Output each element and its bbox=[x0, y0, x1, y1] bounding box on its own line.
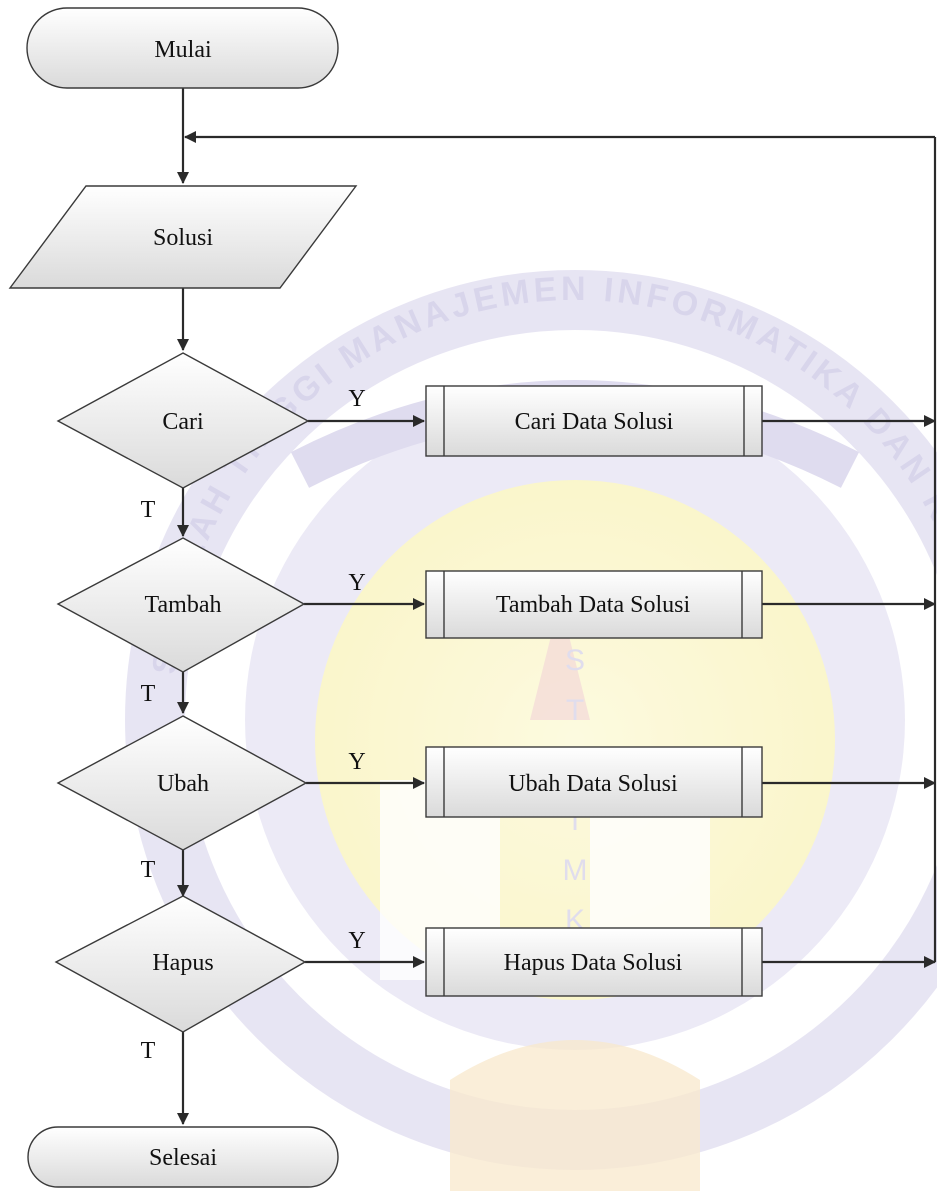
process-tambah: Tambah Data Solusi bbox=[425, 570, 763, 639]
process-hapus-label: Hapus Data Solusi bbox=[504, 950, 683, 976]
yes-label-cari: Y bbox=[348, 386, 365, 412]
process-ubah: Ubah Data Solusi bbox=[425, 746, 763, 818]
input-parallelogram: Solusi bbox=[8, 185, 358, 289]
yes-label-ubah: Y bbox=[348, 749, 365, 775]
no-label-hapus: T bbox=[141, 1038, 156, 1064]
yes-label-hapus: Y bbox=[348, 928, 365, 954]
process-ubah-label: Ubah Data Solusi bbox=[508, 771, 678, 797]
start-label: Mulai bbox=[154, 37, 212, 63]
no-label-tambah: T bbox=[141, 681, 156, 707]
decision-tambah: Tambah bbox=[56, 537, 306, 673]
edge-labels: Y Y Y Y T T T T bbox=[141, 386, 366, 1064]
process-tambah-label: Tambah Data Solusi bbox=[496, 592, 691, 618]
process-hapus: Hapus Data Solusi bbox=[425, 927, 763, 997]
decision-cari-label: Cari bbox=[162, 409, 204, 435]
watermark-letter-m: M bbox=[563, 854, 588, 887]
decision-tambah-label: Tambah bbox=[145, 592, 222, 618]
input-label: Solusi bbox=[153, 225, 213, 251]
decision-hapus: Hapus bbox=[54, 895, 307, 1033]
decision-cari: Cari bbox=[56, 352, 310, 489]
decision-ubah: Ubah bbox=[56, 715, 308, 851]
end-terminator: Selesai bbox=[27, 1126, 339, 1188]
no-label-ubah: T bbox=[141, 857, 156, 883]
process-cari: Cari Data Solusi bbox=[425, 385, 763, 457]
end-label: Selesai bbox=[149, 1145, 217, 1171]
watermark-letter-i: I bbox=[571, 804, 579, 837]
process-cari-label: Cari Data Solusi bbox=[515, 409, 674, 435]
watermark-letter-t: T bbox=[566, 694, 584, 727]
watermark-letter-s: S bbox=[565, 644, 585, 677]
connectors bbox=[177, 88, 937, 1125]
no-label-cari: T bbox=[141, 497, 156, 523]
yes-label-tambah: Y bbox=[348, 570, 365, 596]
start-terminator: Mulai bbox=[26, 7, 339, 89]
decision-hapus-label: Hapus bbox=[152, 950, 213, 976]
decision-ubah-label: Ubah bbox=[157, 771, 209, 797]
